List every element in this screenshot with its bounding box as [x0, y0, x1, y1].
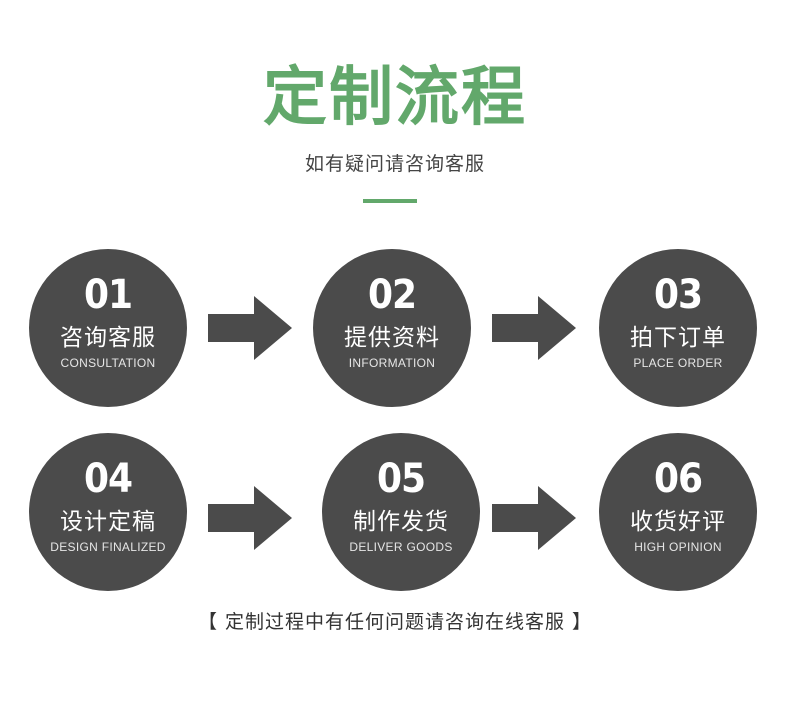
step-label-cn: 拍下订单 [630, 325, 726, 351]
step-label-en: DESIGN FINALIZED [50, 540, 166, 554]
page-subtitle: 如有疑问请咨询客服 [304, 153, 485, 175]
step-06: 06 收货好评 HIGH OPINION [599, 433, 757, 591]
step-label-en: INFORMATION [348, 356, 436, 370]
step-label-en: HIGH OPINION [634, 540, 722, 554]
arrow-right-icon [208, 296, 292, 360]
step-05: 05 制作发货 DELIVER GOODS [322, 433, 480, 591]
step-label-cn: 设计定稿 [60, 509, 156, 535]
step-label-cn: 提供资料 [344, 325, 440, 351]
arrow-right-icon [208, 486, 292, 550]
step-number: 06 [653, 456, 703, 502]
step-label-en: CONSULTATION [60, 356, 156, 370]
step-label-cn: 收货好评 [630, 509, 726, 535]
step-number: 02 [367, 272, 417, 318]
step-number: 05 [376, 456, 426, 502]
step-02: 02 提供资料 INFORMATION [313, 249, 471, 407]
step-label-cn: 咨询客服 [60, 325, 156, 351]
title-divider [363, 199, 417, 203]
step-number: 04 [83, 456, 133, 502]
step-04: 04 设计定稿 DESIGN FINALIZED [29, 433, 187, 591]
page-title: 定制流程 [263, 61, 527, 135]
step-label-en: PLACE ORDER [633, 356, 723, 370]
arrow-right-icon [492, 486, 576, 550]
step-03: 03 拍下订单 PLACE ORDER [599, 249, 757, 407]
step-label-en: DELIVER GOODS [349, 540, 453, 554]
step-01: 01 咨询客服 CONSULTATION [29, 249, 187, 407]
step-number: 03 [653, 272, 703, 318]
step-number: 01 [83, 272, 133, 318]
step-label-cn: 制作发货 [353, 509, 449, 535]
arrow-right-icon [492, 296, 576, 360]
footer-note: 【 定制过程中有任何问题请咨询在线客服 】 [197, 611, 593, 633]
